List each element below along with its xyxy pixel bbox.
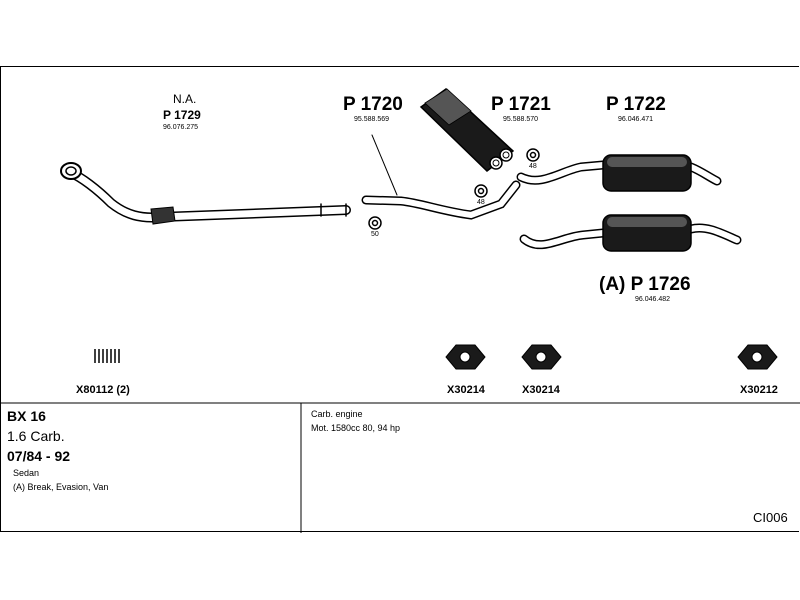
engine-type: Carb. engine <box>311 409 363 419</box>
nut-2-label: X30214 <box>522 384 560 396</box>
front-pipe-number: P 1729 <box>163 108 201 122</box>
middle-pipe-oem: 95.588.569 <box>354 116 390 123</box>
center-silencer-oem: 95.588.570 <box>503 116 539 123</box>
rear-silencer-oem: 96.046.471 <box>618 116 654 123</box>
rear-silencer-alt-drawing <box>519 214 742 252</box>
ring-c-icon <box>368 216 382 230</box>
vehicle-body: Sedan <box>13 468 40 478</box>
center-silencer-drawing <box>419 88 515 172</box>
rear-silencer-drawing <box>516 154 722 192</box>
diagram-code: CI006 <box>753 510 788 525</box>
center-silencer-number: P 1721 <box>491 94 551 115</box>
front-pipe-oem: 96.076.275 <box>163 124 199 131</box>
hex-nut-icon-1 <box>445 344 486 370</box>
vehicle-model: BX 16 <box>7 408 46 424</box>
middle-pipe-number: P 1720 <box>343 94 403 115</box>
spring-label: X80112 (2) <box>76 384 130 396</box>
exhaust-diagram-art <box>1 88 800 533</box>
vehicle-variants: (A) Break, Evasion, Van <box>13 482 109 492</box>
ring-b-label: 48 <box>477 199 485 206</box>
ring-c-label: 50 <box>371 231 379 238</box>
vehicle-years: 07/84 - 92 <box>7 448 71 464</box>
rear-silencer-number: P 1722 <box>606 94 666 115</box>
ring-a-label: 48 <box>529 163 537 170</box>
ring-a-icon <box>526 148 540 162</box>
spring-icon <box>94 349 120 363</box>
hex-nut-icon-2 <box>521 344 562 370</box>
engine-specs: Mot. 1580cc 80, 94 hp <box>311 423 401 433</box>
middle-pipe-drawing <box>361 134 521 220</box>
nut-3-label: X30212 <box>740 384 778 396</box>
ring-b-icon <box>474 184 488 198</box>
rear-silencer-alt-number: (A) P 1726 <box>599 274 691 295</box>
front-pipe-drawing <box>60 162 351 225</box>
front-pipe-note: N.A. <box>173 92 197 106</box>
vehicle-engine: 1.6 Carb. <box>7 428 65 444</box>
rear-silencer-alt-oem: 96.046.482 <box>635 296 671 303</box>
diagram-sheet: N.A. P 1729 96.076.275 P 1720 95.588.569… <box>0 66 800 533</box>
hex-nut-icon-3 <box>737 344 778 370</box>
nut-1-label: X30214 <box>447 384 485 396</box>
